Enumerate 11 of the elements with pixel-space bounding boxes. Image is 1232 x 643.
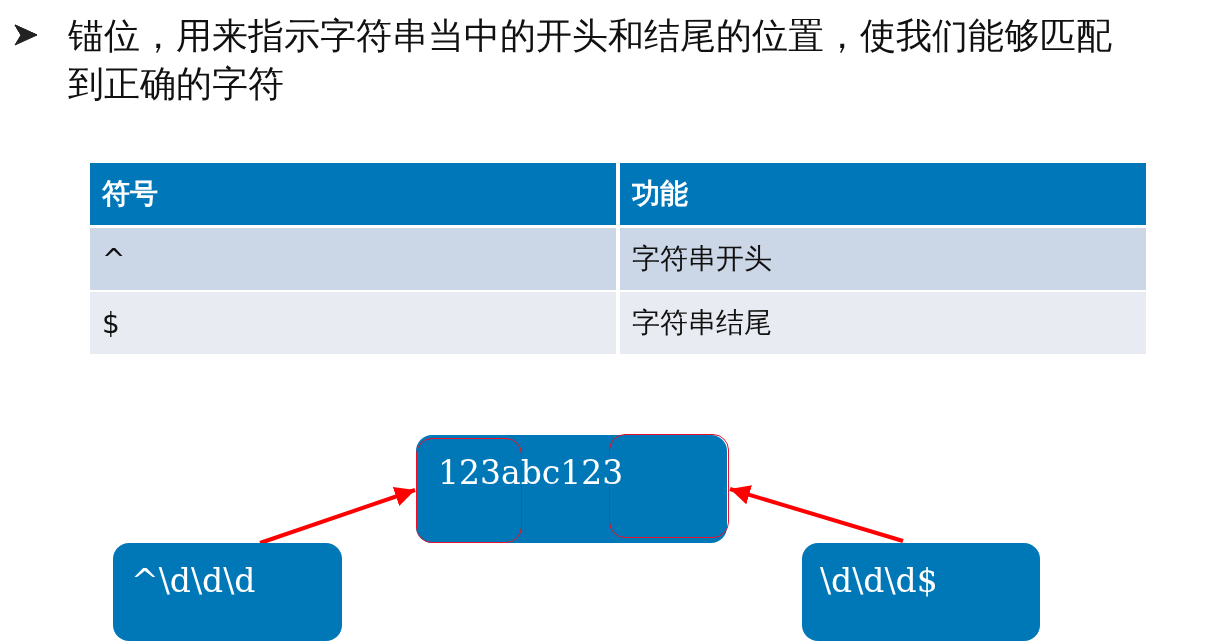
table-cell: ^: [90, 228, 616, 290]
text-box: \d\d\d$: [802, 543, 1040, 641]
header-cell: 符号: [90, 163, 616, 225]
arrow: [729, 485, 904, 543]
table-cell: 字符串开头: [620, 228, 1146, 290]
table-cell: $: [90, 292, 616, 354]
arrow: [259, 487, 416, 545]
text-box: ^\d\d\d: [113, 543, 342, 641]
table-cell: 字符串结尾: [620, 292, 1146, 354]
header-cell: 功能: [620, 163, 1146, 225]
bullet-text: 锚位，用来指示字符串当中的开头和结尾的位置，使我们能够匹配到正确的字符: [68, 14, 1113, 106]
